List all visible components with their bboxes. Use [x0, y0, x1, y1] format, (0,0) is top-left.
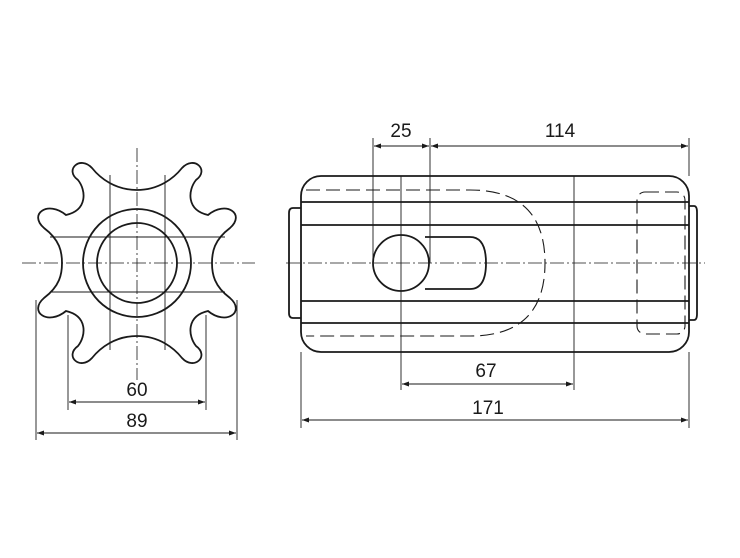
dimension-label: 60 — [126, 380, 147, 401]
side-view-hidden-bore — [306, 189, 546, 337]
side-view-end-stub — [689, 205, 698, 321]
dimension-label: 171 — [472, 398, 504, 419]
side-view-dimension-25: 25 — [372, 121, 431, 263]
side-view-dimension-114: 114 — [431, 121, 690, 176]
dimension-label: 114 — [545, 121, 576, 142]
end-view-outer-ring — [82, 208, 192, 318]
side-view-dimension-67: 67 — [402, 361, 573, 387]
end-view-bore — [96, 222, 178, 304]
side-view-dimension-171: 171 — [300, 352, 690, 428]
side-view-end-stub — [288, 207, 301, 319]
end-view-dimension-89: 89 — [35, 300, 238, 440]
side-view-hidden-recess — [636, 191, 686, 335]
dimension-label: 89 — [126, 411, 147, 432]
end-view-dimension-60: 60 — [67, 315, 207, 410]
side-view — [286, 175, 705, 390]
end-view — [22, 148, 255, 380]
end-view-star-outline — [37, 162, 237, 364]
dimension-label: 67 — [475, 361, 496, 382]
dimension-label: 25 — [390, 121, 411, 142]
side-view-body — [300, 175, 690, 353]
side-view-slot — [425, 236, 487, 290]
